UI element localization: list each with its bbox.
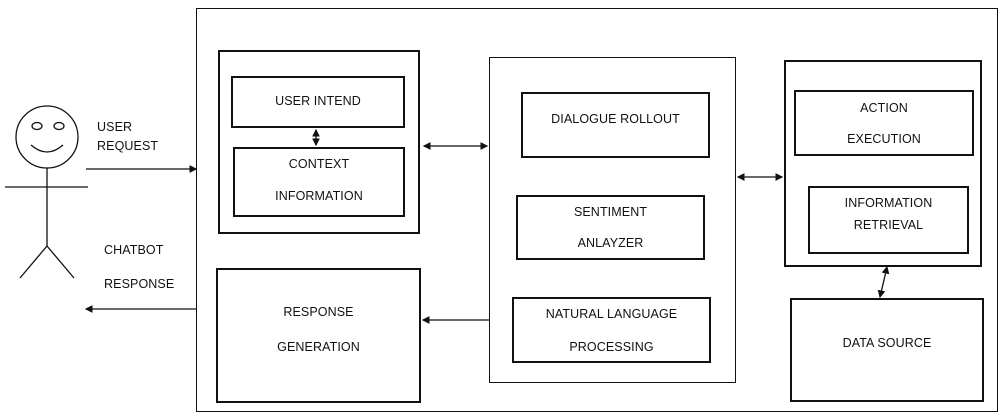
dialogue-rollout-label: DIALOGUE ROLLOUT xyxy=(551,112,680,126)
user-left-eye xyxy=(31,121,43,131)
dialogue-rollout-box xyxy=(521,92,710,158)
user-right-leg xyxy=(46,245,75,279)
user-request-label-line2: REQUEST xyxy=(97,139,159,153)
info-label-line2: RETRIEVAL xyxy=(853,218,924,232)
chatbot-response-label-line1: CHATBOT xyxy=(104,243,164,257)
user-smile xyxy=(30,144,64,153)
data-source-label: DATA SOURCE xyxy=(842,336,932,350)
response-label-line1: RESPONSE xyxy=(283,305,354,319)
user-head-icon xyxy=(15,105,79,169)
sentiment-label-line1: SENTIMENT xyxy=(573,205,648,219)
sentiment-label-line2: ANLAYZER xyxy=(577,236,644,250)
data-source-box xyxy=(790,298,984,402)
user-left-leg xyxy=(19,245,48,279)
nlp-label-line2: PROCESSING xyxy=(569,340,654,354)
information-retrieval-box xyxy=(808,186,969,254)
action-execution-box xyxy=(794,90,974,156)
context-information-box xyxy=(233,147,405,217)
user-request-label-line1: USER xyxy=(97,120,133,134)
nlp-box xyxy=(512,297,711,363)
user-intend-box xyxy=(231,76,405,128)
response-generation-box xyxy=(216,268,421,403)
user-right-eye xyxy=(53,121,65,131)
action-label-line2: EXECUTION xyxy=(847,132,921,146)
system-boundary xyxy=(196,8,998,412)
response-label-line2: GENERATION xyxy=(277,340,360,354)
info-label-line1: INFORMATION xyxy=(844,196,933,210)
user-stick-figure xyxy=(5,105,88,279)
action-label-line1: ACTION xyxy=(860,101,908,115)
sentiment-analyzer-box xyxy=(516,195,705,260)
nlp-label-line1: NATURAL LANGUAGE xyxy=(545,307,678,321)
chatbot-response-label-line2: RESPONSE xyxy=(104,277,175,291)
context-label-line1: CONTEXT xyxy=(288,157,350,171)
user-intend-label: USER INTEND xyxy=(275,94,361,108)
context-label-line2: INFORMATION xyxy=(275,189,363,203)
